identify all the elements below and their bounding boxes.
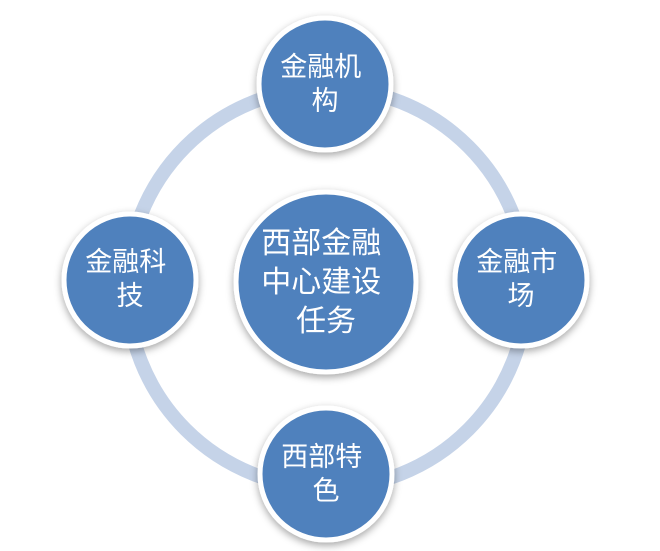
center-label-line-3: 任务 xyxy=(296,304,356,339)
node-top-label-line-2: 构 xyxy=(312,86,339,117)
center-label-line-1: 西部金融 xyxy=(261,226,381,261)
center-node: 西部金融 中心建设 任务 xyxy=(233,189,419,375)
node-left-label: 金融科 技 xyxy=(85,247,175,312)
node-bottom-label-line-1: 西部特 xyxy=(281,442,362,473)
node-left: 金融科 技 xyxy=(61,211,199,349)
node-top: 金融机 构 xyxy=(256,15,394,153)
node-left-label-line-1: 金融科 xyxy=(85,247,166,278)
node-top-label: 金融机 构 xyxy=(280,52,370,117)
node-bottom-label-line-2: 色 xyxy=(313,476,340,507)
node-top-label-line-1: 金融机 xyxy=(280,52,361,83)
node-bottom-label: 西部特 色 xyxy=(281,442,371,507)
node-right-label-line-2: 场 xyxy=(508,281,535,312)
node-bottom: 西部特 色 xyxy=(257,405,395,543)
node-bottom-circle xyxy=(257,405,395,543)
center-label: 西部金融 中心建设 任务 xyxy=(261,226,391,339)
node-top-circle xyxy=(256,15,394,153)
node-right-label-line-1: 金融市 xyxy=(476,247,557,278)
center-circle xyxy=(233,189,419,375)
center-label-line-2: 中心建设 xyxy=(261,265,381,300)
node-right-label: 金融市 场 xyxy=(476,247,566,312)
node-right: 金融市 场 xyxy=(452,211,590,349)
node-left-label-line-2: 技 xyxy=(117,281,144,312)
node-left-circle xyxy=(61,211,199,349)
node-right-circle xyxy=(452,211,590,349)
